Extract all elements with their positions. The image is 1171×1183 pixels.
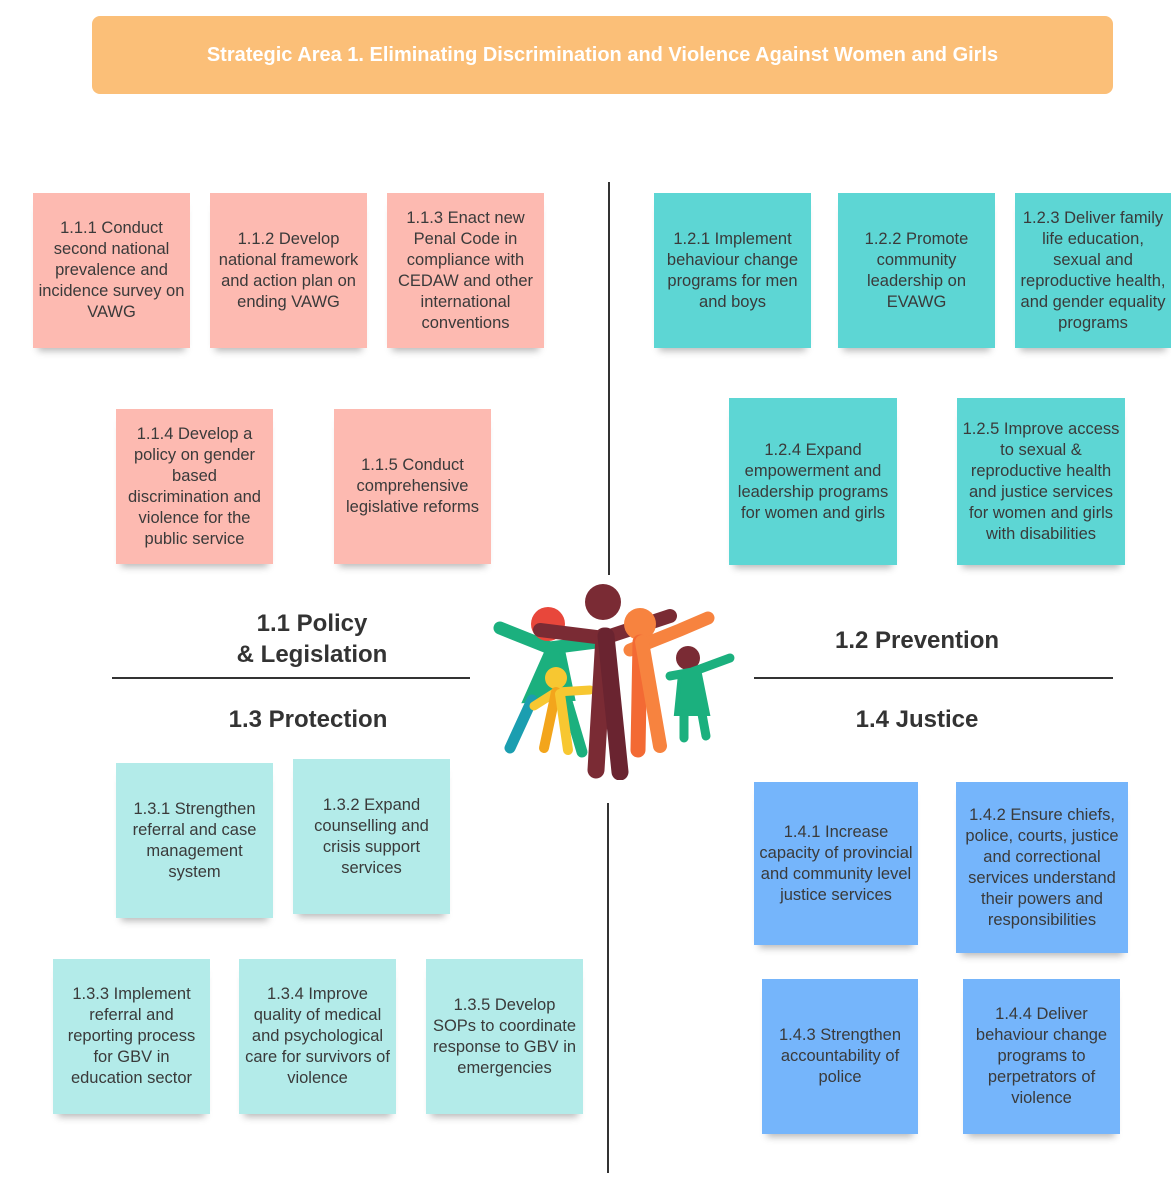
note-1-3-5: 1.3.5 Develop SOPs to coordinate respons…	[426, 959, 583, 1114]
note-1-4-4: 1.4.4 Deliver behaviour change programs …	[963, 979, 1120, 1134]
heading-prevention: 1.2 Prevention	[834, 627, 1000, 654]
divider-bottom	[607, 803, 609, 1173]
note-1-1-3: 1.1.3 Enact new Penal Code in compliance…	[387, 193, 544, 348]
heading-protection: 1.3 Protection	[228, 706, 388, 733]
note-1-1-4: 1.1.4 Develop a policy on gender based d…	[116, 409, 273, 564]
note-1-1-2: 1.1.2 Develop national framework and act…	[210, 193, 367, 348]
family-group-icon	[493, 584, 735, 780]
divider-left	[112, 677, 470, 679]
heading-justice: 1.4 Justice	[855, 706, 979, 733]
note-1-2-2: 1.2.2 Promote community leadership on EV…	[838, 193, 995, 348]
note-1-2-4: 1.2.4 Expand empowerment and leadership …	[729, 398, 897, 565]
note-1-4-2: 1.4.2 Ensure chiefs, police, courts, jus…	[956, 782, 1128, 953]
note-1-3-3: 1.3.3 Implement referral and reporting p…	[53, 959, 210, 1114]
note-1-4-1: 1.4.1 Increase capacity of provincial an…	[754, 782, 918, 945]
heading-policy-legislation: 1.1 Policy & Legislation	[236, 610, 388, 668]
note-1-2-1: 1.2.1 Implement behaviour change program…	[654, 193, 811, 348]
note-1-3-2: 1.3.2 Expand counselling and crisis supp…	[293, 759, 450, 914]
divider-top	[608, 182, 610, 575]
note-1-1-5: 1.1.5 Conduct comprehensive legislative …	[334, 409, 491, 564]
note-1-3-1: 1.3.1 Strengthen referral and case manag…	[116, 763, 273, 918]
strategic-area-banner: Strategic Area 1. Eliminating Discrimina…	[92, 16, 1113, 94]
divider-right	[754, 677, 1113, 679]
note-1-1-1: 1.1.1 Conduct second national prevalence…	[33, 193, 190, 348]
note-1-2-3: 1.2.3 Deliver family life education, sex…	[1015, 193, 1171, 348]
note-1-3-4: 1.3.4 Improve quality of medical and psy…	[239, 959, 396, 1114]
note-1-4-3: 1.4.3 Strengthen accountability of polic…	[762, 979, 918, 1134]
note-1-2-5: 1.2.5 Improve access to sexual & reprodu…	[957, 398, 1125, 565]
